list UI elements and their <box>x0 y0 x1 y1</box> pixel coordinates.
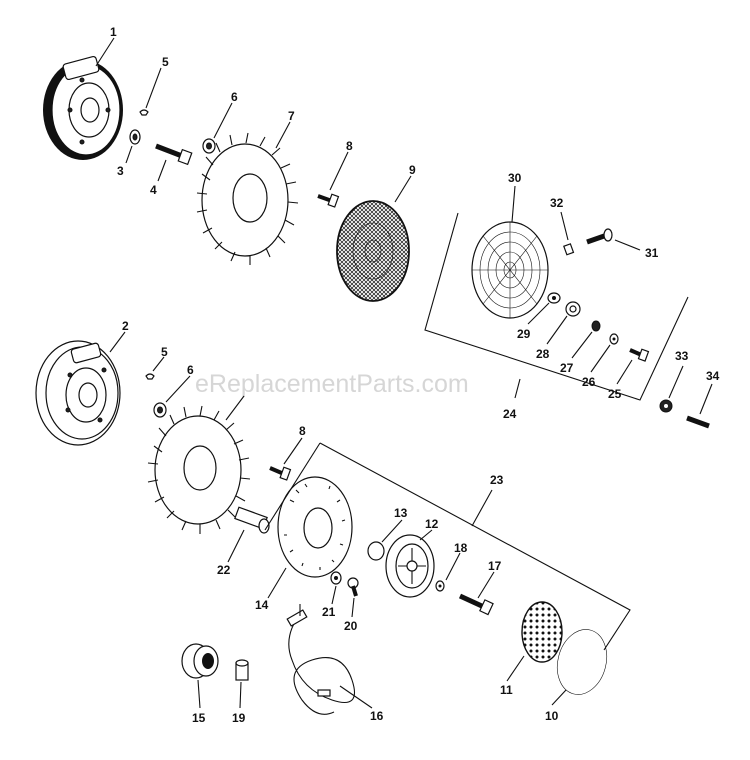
callout-30: 30 <box>508 171 522 185</box>
callout-18: 18 <box>454 541 468 555</box>
callout-13: 13 <box>394 506 408 520</box>
callout-9: 9 <box>409 163 416 177</box>
callout-34: 34 <box>706 369 720 383</box>
nut-6-upper <box>202 138 216 154</box>
stud-22 <box>234 506 270 534</box>
callout-26: 26 <box>582 375 596 389</box>
callout-20: 20 <box>344 619 358 633</box>
callout-31: 31 <box>645 246 659 260</box>
screen-11 <box>521 601 563 663</box>
nut-27 <box>591 320 601 332</box>
washer-21 <box>330 571 342 585</box>
pawl-hub-12 <box>385 534 435 598</box>
washer-3 <box>129 129 141 145</box>
callout-5-upper: 5 <box>162 55 169 69</box>
callout-22: 22 <box>217 563 231 577</box>
screw-25 <box>629 348 650 362</box>
washer-18 <box>435 580 445 592</box>
callout-17: 17 <box>488 559 502 573</box>
callout-4: 4 <box>150 183 157 197</box>
washer-26 <box>609 333 619 345</box>
screw-20 <box>347 577 359 597</box>
bolt-34 <box>686 415 710 429</box>
nut-32 <box>563 243 575 256</box>
spacer-19 <box>235 659 249 681</box>
callout-27: 27 <box>560 361 574 375</box>
callout-8-lower: 8 <box>299 424 306 438</box>
callout-24: 24 <box>503 407 517 421</box>
callout-2: 2 <box>122 319 129 333</box>
flywheel-ring-gear <box>43 55 123 160</box>
key-5-upper <box>139 109 149 116</box>
screw-8-lower <box>269 466 292 481</box>
callout-3: 3 <box>117 164 124 178</box>
callout-29: 29 <box>517 327 531 341</box>
callout-23: 23 <box>490 473 504 487</box>
callout-16: 16 <box>370 709 384 723</box>
blower-fan-lower <box>147 405 251 534</box>
hub-15 <box>181 643 219 679</box>
callout-33: 33 <box>675 349 689 363</box>
bracket-24 <box>424 212 689 401</box>
callout-10: 10 <box>545 709 559 723</box>
retaining-ring-10 <box>556 629 608 695</box>
leader-lines <box>95 37 713 709</box>
callout-6-lower: 6 <box>187 363 194 377</box>
rotating-screen <box>336 200 410 302</box>
callout-11: 11 <box>500 683 513 697</box>
bolt-4 <box>155 143 193 166</box>
callout-14: 14 <box>255 598 269 612</box>
screw-31 <box>586 228 613 245</box>
callout-1: 1 <box>110 25 117 39</box>
watermark-text: eReplacementParts.com <box>195 370 469 398</box>
screw-17 <box>458 593 494 616</box>
callout-15: 15 <box>192 711 206 725</box>
nut-6-lower <box>153 402 167 418</box>
callout-19: 19 <box>232 711 246 725</box>
bracket-23 <box>264 442 631 651</box>
key-5-lower <box>145 373 155 380</box>
callout-6-upper: 6 <box>231 90 238 104</box>
callout-28: 28 <box>536 347 550 361</box>
callout-labels: 1 2 3 4 5 5 6 6 7 8 8 9 10 11 12 13 14 1… <box>110 25 720 725</box>
wire-harness-16 <box>286 604 356 715</box>
starter-cup-14 <box>277 476 353 578</box>
blower-fan-upper <box>196 132 299 265</box>
callout-5-lower: 5 <box>161 345 168 359</box>
flywheel <box>35 340 121 446</box>
callout-25: 25 <box>608 387 622 401</box>
spacer-28 <box>565 301 581 317</box>
callout-12: 12 <box>425 517 439 531</box>
screw-8-upper <box>317 193 340 208</box>
callout-8-upper: 8 <box>346 139 353 153</box>
nut-33 <box>659 399 673 413</box>
callout-7-upper: 7 <box>288 109 295 123</box>
grille-guard <box>471 221 549 319</box>
washer-29 <box>547 292 561 304</box>
callout-32: 32 <box>550 196 564 210</box>
spring-13 <box>367 541 385 561</box>
callout-21: 21 <box>322 605 336 619</box>
